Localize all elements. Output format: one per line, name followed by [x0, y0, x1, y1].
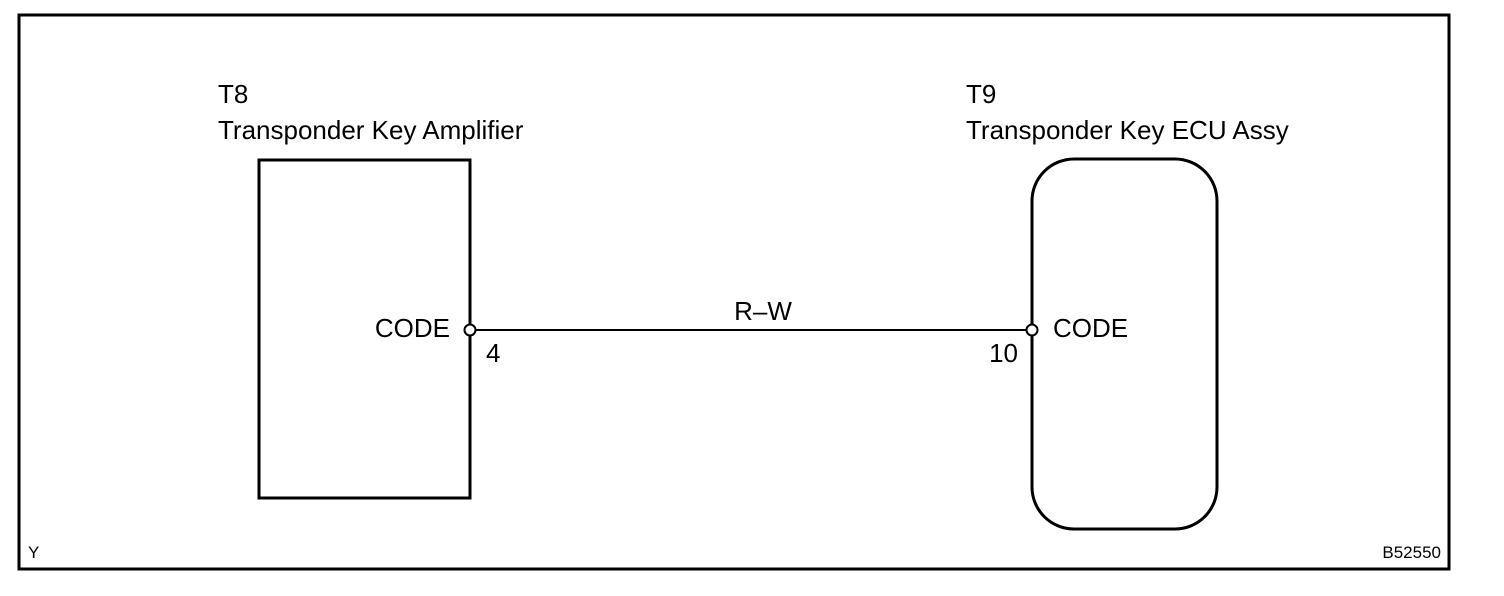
diagram-frame	[17, 13, 1451, 571]
left-pin-label: CODE	[375, 313, 450, 343]
figure-id: B52550	[1382, 543, 1441, 562]
left-component-code: T8	[218, 79, 248, 109]
right-component-name: Transponder Key ECU Assy	[966, 115, 1289, 145]
left-component-name: Transponder Key Amplifier	[218, 115, 524, 145]
right-terminal	[1025, 323, 1039, 337]
wire-color-code: R–W	[734, 296, 792, 326]
corner-mark-left: Y	[28, 543, 39, 562]
left-pin-number: 4	[486, 338, 500, 368]
right-pin-number: 10	[989, 338, 1018, 368]
left-terminal	[463, 323, 477, 337]
right-component-code: T9	[966, 79, 996, 109]
right-component-box	[1030, 157, 1219, 531]
right-pin-label: CODE	[1053, 313, 1128, 343]
